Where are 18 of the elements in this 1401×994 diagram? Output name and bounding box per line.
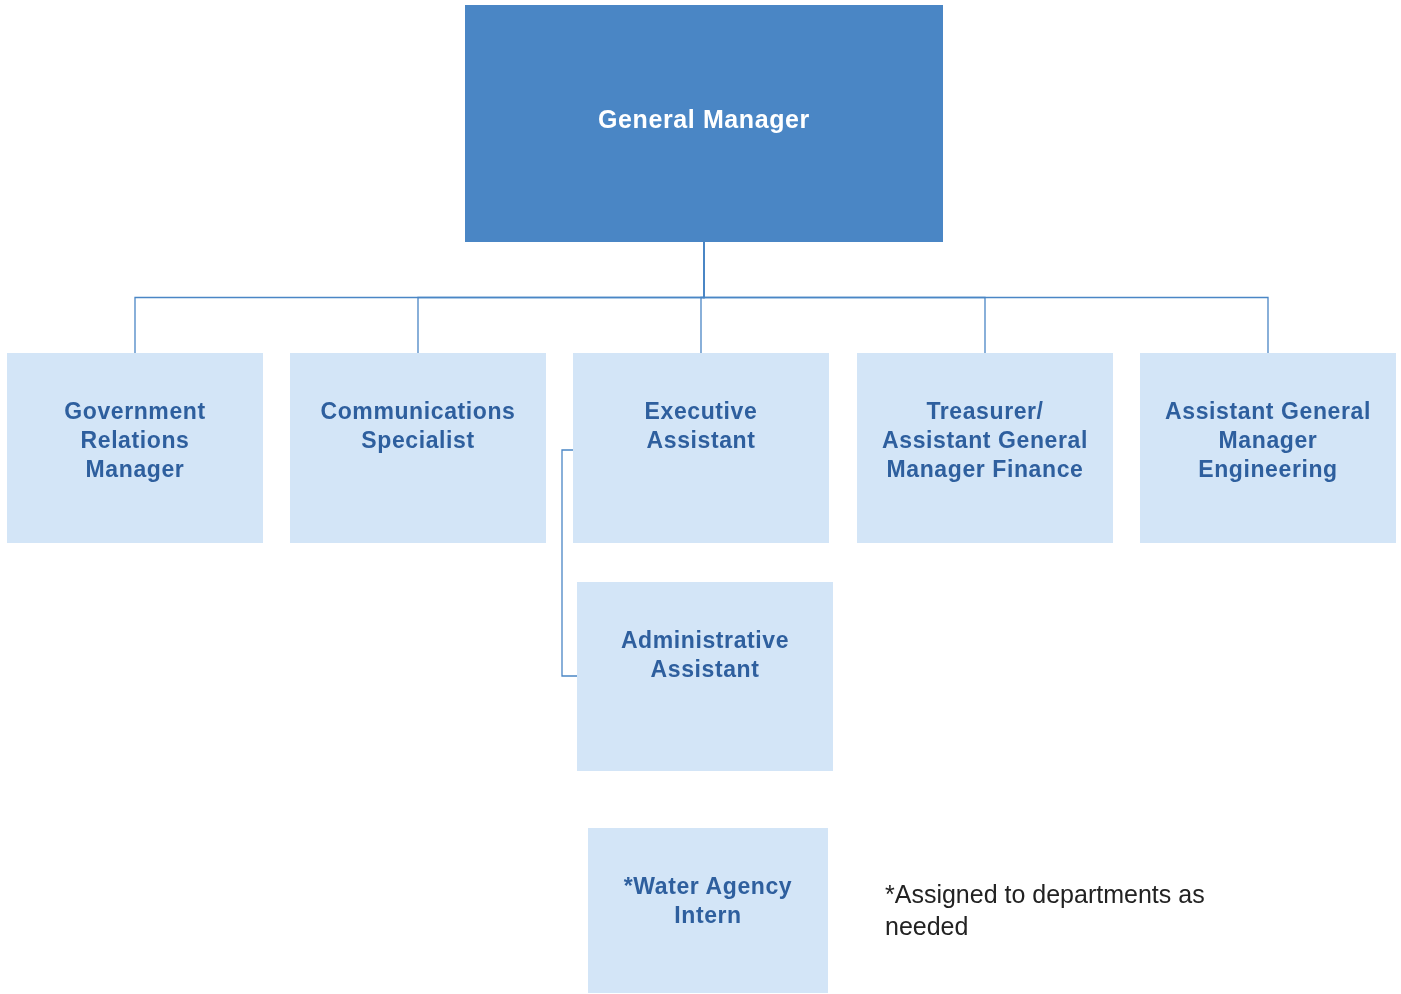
position-title: Treasurer/ Assistant General Manager Finance (881, 397, 1089, 484)
position-title: Communications Specialist (319, 397, 517, 455)
manager-box (465, 5, 943, 242)
position-title: Administrative Assistant (619, 626, 791, 684)
position-title: Government Relations Manager (63, 397, 207, 484)
position-title: Executive Assistant (643, 397, 759, 455)
connector-line (561, 449, 578, 677)
footnote: *Assigned to departments as needed (885, 879, 1206, 942)
position-title: Assistant General Manager Engineering (1164, 397, 1372, 484)
position-box (577, 582, 833, 771)
position-box (573, 353, 829, 543)
position-box (857, 353, 1113, 543)
position-title: *Water Agency Intern (622, 872, 794, 930)
position-box (588, 828, 828, 993)
position-box (290, 353, 546, 543)
position-title: General Manager (598, 103, 810, 135)
position-box (1140, 353, 1396, 543)
position-box (7, 353, 263, 543)
